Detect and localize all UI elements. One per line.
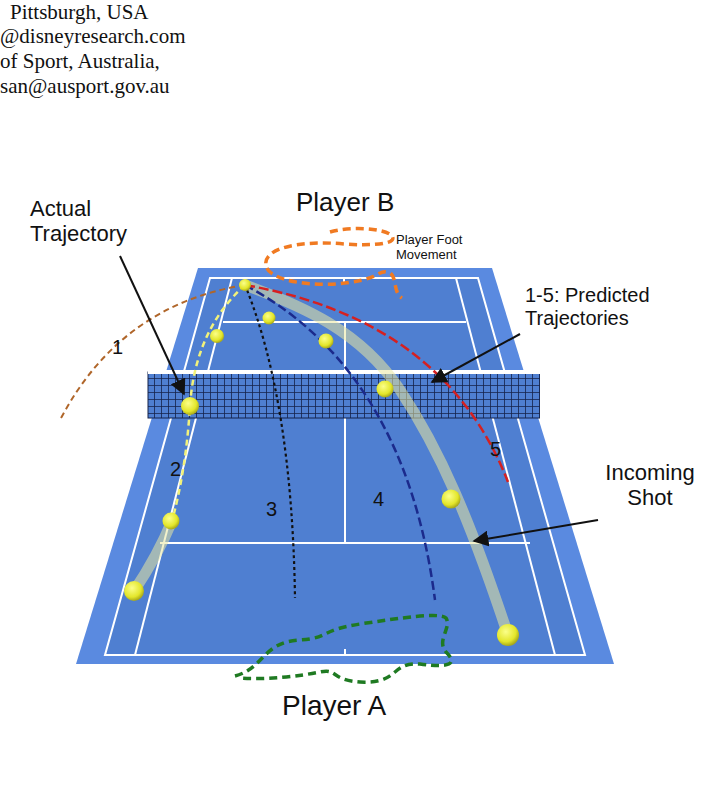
header-text: of Sport, Australia, — [0, 49, 260, 73]
net-tape — [148, 370, 540, 374]
callout-number: 1 — [112, 336, 132, 359]
leader-arrow — [120, 256, 184, 394]
player-a-foot-path — [235, 616, 451, 683]
leader-arrow — [432, 334, 520, 382]
callout-label: 1-5: Predicted Trajectories — [525, 284, 700, 330]
tennis-balls — [124, 279, 519, 646]
callout-number: 4 — [373, 488, 393, 511]
callout-number: 2 — [170, 458, 190, 481]
callout-label: Actual Trajectory — [30, 196, 180, 247]
header-text: san@ausport.gov.au — [0, 74, 260, 98]
header-text: @disneyresearch.com — [0, 24, 260, 48]
header-text: Pittsburgh, USA — [10, 0, 270, 24]
predicted-trajectory-3 — [245, 285, 295, 598]
incoming-shot-path — [245, 285, 508, 635]
predicted-trajectory-5 — [245, 285, 508, 482]
leader-arrow — [474, 520, 598, 541]
callout-number: 5 — [490, 438, 510, 461]
player-label: Player A — [282, 690, 442, 722]
callout-number: 3 — [266, 498, 286, 521]
player-b-foot-path — [266, 229, 402, 298]
callout-label: Incoming Shot — [590, 460, 710, 511]
predicted-trajectory-1 — [60, 285, 245, 420]
court-surface — [105, 278, 585, 655]
actual-trajectory-path — [172, 285, 245, 521]
actual-trajectory-glow — [134, 521, 172, 591]
player-label: Player B — [296, 188, 436, 218]
tennis-net — [148, 372, 540, 418]
net-post — [142, 368, 147, 420]
annotation-label: Player Foot Movement — [396, 233, 496, 263]
net-post — [540, 368, 545, 420]
predicted-trajectory-4 — [245, 285, 435, 600]
court-lines — [135, 278, 555, 655]
